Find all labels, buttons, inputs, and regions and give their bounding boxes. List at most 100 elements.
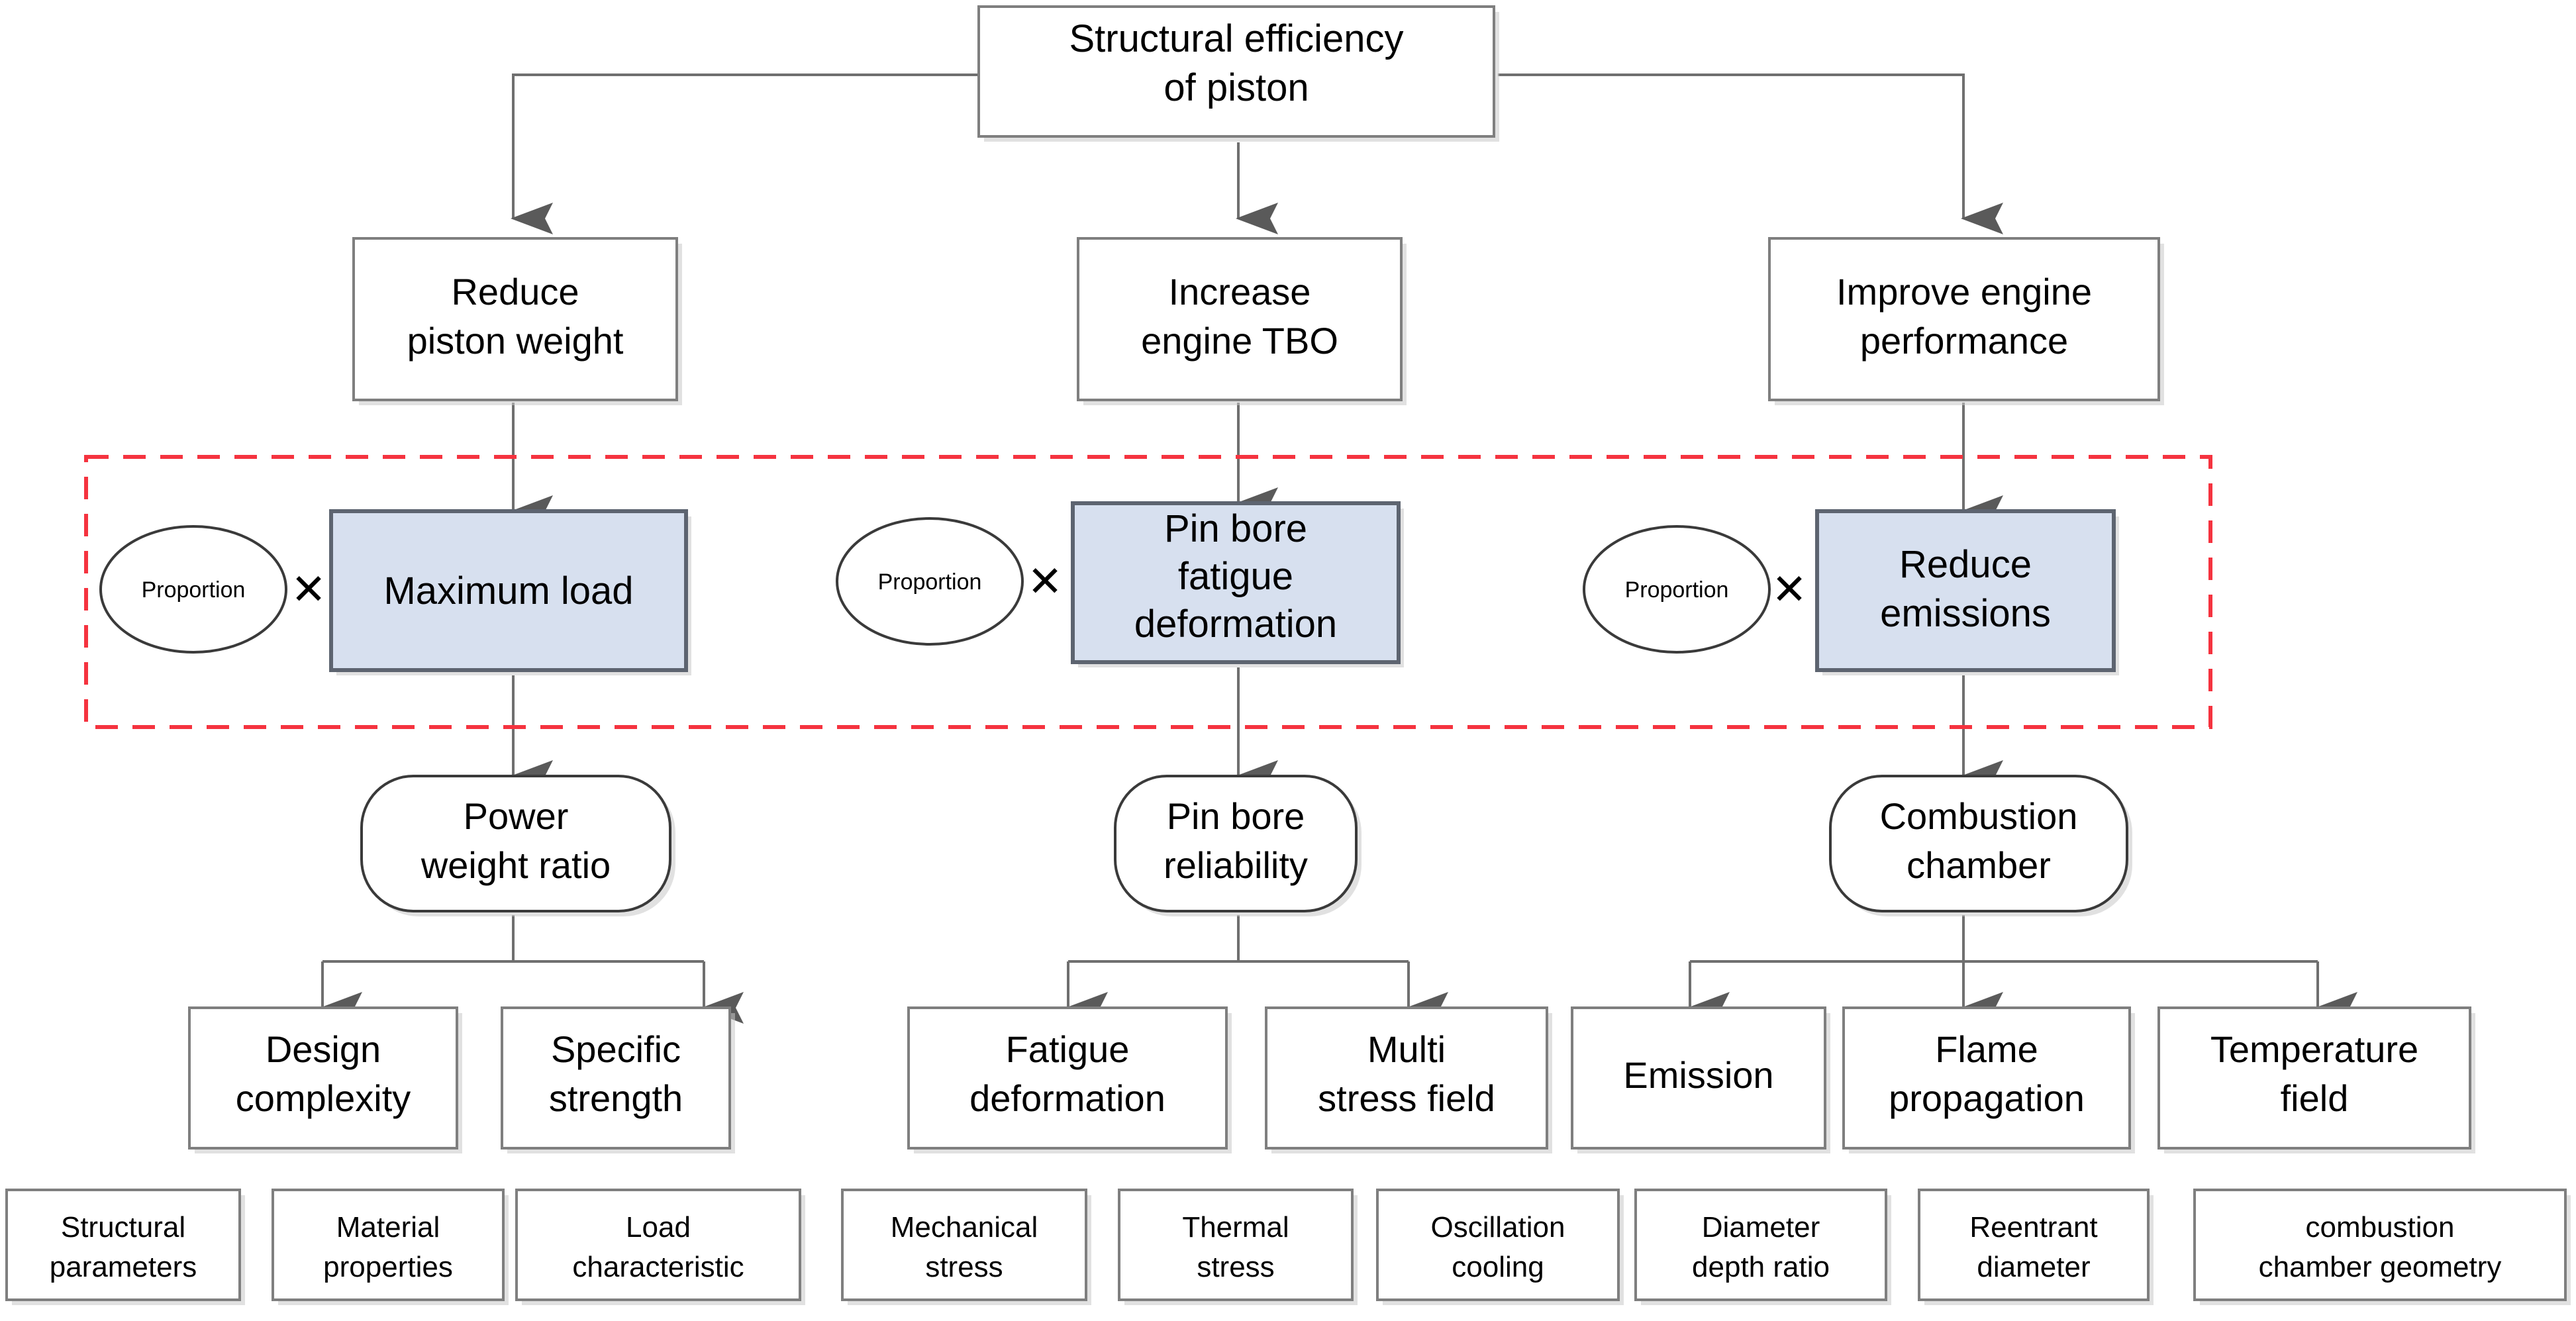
node-structural-parameters[interactable]: Structural parameters bbox=[5, 1189, 245, 1305]
node-maximum-load[interactable]: Maximum load bbox=[329, 509, 691, 675]
highlight-dashed-region bbox=[84, 455, 2212, 729]
node-box bbox=[1114, 775, 1358, 912]
node-box bbox=[1265, 1006, 1548, 1150]
node-temperature-field[interactable]: Temperature field bbox=[2157, 1006, 2475, 1153]
node-label-line2: depth ratio bbox=[1692, 1251, 1830, 1283]
node-box bbox=[352, 237, 678, 401]
node-box bbox=[907, 1006, 1228, 1150]
node-label-line1: Multi bbox=[1367, 1028, 1446, 1070]
node-box bbox=[1829, 775, 2128, 912]
node-box bbox=[1842, 1006, 2131, 1150]
node-label-line1: Reduce bbox=[451, 271, 579, 313]
node-multi-stress-field[interactable]: Multi stress field bbox=[1265, 1006, 1552, 1153]
node-structural-efficiency-of-piston[interactable]: Structural efficiency of piston bbox=[977, 5, 1499, 142]
node-label-line1: Structural bbox=[61, 1211, 185, 1244]
node-label-line1: Mechanical bbox=[891, 1211, 1038, 1244]
node-label-line2: emissions bbox=[1880, 592, 2051, 635]
node-fatigue-deformation[interactable]: Fatigue deformation bbox=[907, 1006, 1232, 1153]
node-reentrant-diameter[interactable]: Reentrant diameter bbox=[1918, 1189, 2154, 1305]
node-box bbox=[841, 1189, 1087, 1301]
edge-root-to-improve-engine-performance bbox=[1498, 73, 2003, 234]
node-label-line2: characteristic bbox=[572, 1251, 744, 1283]
node-reduce-piston-weight[interactable]: Reduce piston weight bbox=[352, 237, 682, 405]
node-label-line2: performance bbox=[1860, 320, 2068, 362]
node-label-line1: Pin bore bbox=[1164, 507, 1307, 550]
node-material-properties[interactable]: Material properties bbox=[272, 1189, 509, 1305]
node-combustion-chamber[interactable]: Combustion chamber bbox=[1829, 775, 2132, 916]
node-label-line2: field bbox=[2281, 1077, 2349, 1119]
ellipse-shape bbox=[99, 525, 287, 654]
multiply-operator-3: ✕ bbox=[1771, 565, 1807, 613]
node-box bbox=[1571, 1006, 1826, 1150]
node-label-line2: complexity bbox=[236, 1077, 411, 1119]
node-box bbox=[188, 1006, 458, 1150]
node-label-line2: propagation bbox=[1889, 1077, 2085, 1119]
node-pin-bore-reliability[interactable]: Pin bore reliability bbox=[1114, 775, 1362, 916]
node-box bbox=[329, 509, 688, 672]
node-box bbox=[2157, 1006, 2471, 1150]
node-diameter-depth-ratio[interactable]: Diameter depth ratio bbox=[1634, 1189, 1891, 1305]
node-box bbox=[1815, 509, 2116, 672]
proportion-ellipse-1[interactable]: Proportion bbox=[99, 525, 287, 654]
proportion-label: Proportion bbox=[1625, 577, 1729, 603]
node-label-line3: deformation bbox=[1134, 603, 1337, 646]
node-label-line1: Reentrant bbox=[1969, 1211, 2097, 1244]
node-box bbox=[1634, 1189, 1887, 1301]
node-label-line2: strength bbox=[549, 1077, 683, 1119]
node-specific-strength[interactable]: Specific strength bbox=[501, 1006, 735, 1153]
node-reduce-emissions[interactable]: Reduce emissions bbox=[1815, 509, 2119, 675]
node-label-line1: Emission bbox=[1623, 1054, 1773, 1096]
node-box bbox=[360, 775, 671, 912]
node-thermal-stress[interactable]: Thermal stress bbox=[1118, 1189, 1358, 1305]
node-label-line1: Design bbox=[266, 1028, 381, 1070]
node-box bbox=[2193, 1189, 2567, 1301]
multiply-operator-2: ✕ bbox=[1027, 558, 1063, 605]
node-oscillation-cooling[interactable]: Oscillation cooling bbox=[1376, 1189, 1624, 1305]
node-label-line2: reliability bbox=[1164, 844, 1308, 886]
node-label-line2: parameters bbox=[50, 1251, 197, 1283]
node-improve-engine-performance[interactable]: Improve engine performance bbox=[1768, 237, 2164, 405]
node-label-line2: weight ratio bbox=[421, 844, 611, 886]
node-label-line1: Maximum load bbox=[383, 569, 633, 612]
node-mechanical-stress[interactable]: Mechanical stress bbox=[841, 1189, 1091, 1305]
node-flame-propagation[interactable]: Flame propagation bbox=[1842, 1006, 2135, 1153]
node-label-line2: engine TBO bbox=[1141, 320, 1338, 362]
proportion-ellipse-3[interactable]: Proportion bbox=[1583, 525, 1771, 654]
node-emission[interactable]: Emission bbox=[1571, 1006, 1830, 1153]
node-label-line2: stress bbox=[925, 1251, 1003, 1283]
proportion-ellipse-2[interactable]: Proportion bbox=[836, 517, 1024, 646]
node-label-line1: Oscillation bbox=[1431, 1211, 1565, 1244]
node-label-line1: Pin bore bbox=[1167, 795, 1305, 837]
node-increase-engine-tbo[interactable]: Increase engine TBO bbox=[1077, 237, 1407, 405]
node-box bbox=[272, 1189, 505, 1301]
node-box bbox=[501, 1006, 731, 1150]
node-box bbox=[5, 1189, 241, 1301]
node-box bbox=[1118, 1189, 1354, 1301]
root-label-line1: Structural efficiency bbox=[1069, 17, 1403, 60]
node-box bbox=[1918, 1189, 2150, 1301]
node-load-characteristic[interactable]: Load characteristic bbox=[515, 1189, 805, 1305]
node-box bbox=[1768, 237, 2160, 401]
node-label-line1: Thermal bbox=[1182, 1211, 1289, 1244]
node-label-line2: deformation bbox=[969, 1077, 1165, 1119]
node-box bbox=[1071, 501, 1401, 664]
root-box bbox=[977, 5, 1495, 138]
node-combustion-chamber-geometry[interactable]: combustion chamber geometry bbox=[2193, 1189, 2571, 1305]
node-design-complexity[interactable]: Design complexity bbox=[188, 1006, 462, 1153]
node-label-line2: chamber bbox=[1907, 844, 2051, 886]
node-pin-bore-fatigue-deformation[interactable]: Pin bore fatigue deformation bbox=[1071, 501, 1404, 667]
node-label-line2: stress bbox=[1197, 1251, 1274, 1283]
node-box bbox=[1077, 237, 1403, 401]
node-box bbox=[515, 1189, 801, 1301]
ellipse-shape bbox=[836, 517, 1024, 646]
edge-root-to-reduce-piston-weight bbox=[511, 73, 979, 234]
node-label-line2: chamber geometry bbox=[2259, 1251, 2502, 1283]
root-label-line2: of piston bbox=[1164, 66, 1309, 109]
edge-layer bbox=[320, 73, 2357, 1024]
proportion-label: Proportion bbox=[142, 577, 246, 603]
node-label-line2: piston weight bbox=[407, 320, 624, 362]
ellipse-shape bbox=[1583, 525, 1771, 654]
node-power-weight-ratio[interactable]: Power weight ratio bbox=[360, 775, 675, 916]
node-label-line2: fatigue bbox=[1178, 555, 1293, 598]
